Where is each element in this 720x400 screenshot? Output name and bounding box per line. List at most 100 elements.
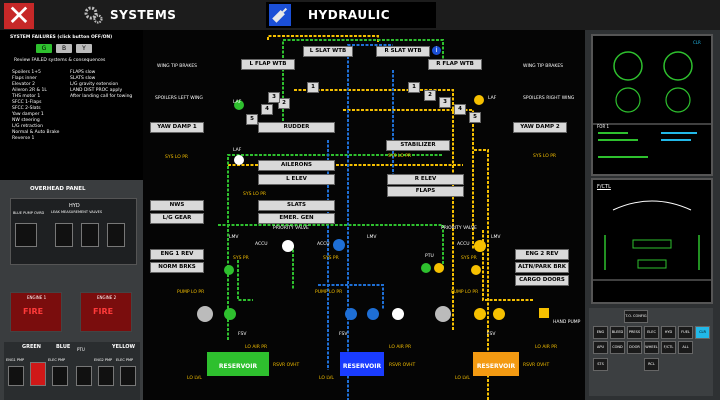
green-reservoir[interactable]: RESERVOIR [207, 352, 269, 376]
engine2-fire-panel[interactable]: ENGINE 2 FIRE [80, 292, 132, 332]
right-panel: FOR 1 CLR F/CTL T.O. CONFIG ENG BLEED PR… [585, 30, 720, 400]
cond-key[interactable]: COND [610, 341, 625, 354]
tab-hydraulic[interactable]: HYDRAULIC [266, 2, 436, 28]
clr-label: CLR [693, 40, 701, 45]
eng2-pmp-label: ENG2 PMP [94, 358, 113, 362]
spoiler-left-4[interactable]: 4 [261, 104, 273, 115]
bleed-key[interactable]: BLEED [610, 326, 625, 339]
elec-pmp-label: ELEC PMP [48, 358, 66, 362]
cargo-doors[interactable]: CARGO DOORS [515, 275, 569, 286]
elec-pump-button[interactable] [52, 366, 68, 386]
stabilizer[interactable]: STABILIZER [386, 140, 450, 151]
apu-key[interactable]: APU [593, 341, 608, 354]
l-elev[interactable]: L ELEV [258, 174, 335, 185]
sys-lo-pr-4-label: SYS LO PR [243, 192, 267, 197]
fuel-key[interactable]: FUEL [678, 326, 693, 339]
norm-brks[interactable]: NORM BRKS [150, 262, 204, 273]
leak-valve-b-button[interactable] [81, 223, 99, 247]
r-flap-wtb[interactable]: R FLAP WTB [428, 59, 482, 70]
review-label: Review FAILED systems & consequences [14, 58, 106, 63]
spoiler-left-1[interactable]: 1 [307, 82, 319, 93]
sts-key[interactable]: STS [593, 358, 608, 371]
eng1-rev[interactable]: ENG 1 REV [150, 249, 204, 260]
rsvr-ovht-right-label: RSVR OVHT [523, 363, 550, 368]
ldg-gear[interactable]: L/G GEAR [150, 213, 204, 224]
slats[interactable]: SLATS [258, 200, 335, 211]
ptu-button[interactable] [76, 366, 92, 386]
flaps[interactable]: FLAPS [387, 186, 464, 197]
press-key[interactable]: PRESS [627, 326, 642, 339]
lo-lvl-mid-label: LO LVL [319, 376, 334, 381]
door-key[interactable]: DOOR [627, 341, 642, 354]
yellow-reservoir[interactable]: RESERVOIR [473, 352, 519, 376]
yellow-elec-pump-button[interactable] [120, 366, 136, 386]
altn-park-brk[interactable]: ALTN/PARK BRK [515, 262, 569, 273]
tab-systems[interactable]: SYSTEMS [82, 2, 252, 28]
lo-lvl-left-label: LO LVL [187, 376, 202, 381]
hyd-key[interactable]: HYD [661, 326, 676, 339]
close-button[interactable]: ✕ [4, 2, 34, 30]
ecam-control-panel: T.O. CONFIG ENG BLEED PRESS ELEC HYD FUE… [589, 308, 713, 396]
blue-reservoir[interactable]: RESERVOIR [340, 352, 384, 376]
rcl-key[interactable]: RCL [644, 358, 659, 371]
failure-toggle-yellow[interactable]: Y [76, 44, 92, 53]
fctl-label: F/CTL [597, 184, 611, 190]
to-config-key[interactable]: T.O. CONFIG [624, 310, 648, 323]
eng2-pump-button[interactable] [98, 366, 114, 386]
failure-item: NW steering [12, 118, 40, 123]
spoiler-right-4[interactable]: 4 [454, 104, 466, 115]
failure-toggle-blue[interactable]: B [56, 44, 72, 53]
elec-key[interactable]: ELEC [644, 326, 659, 339]
l-flap-wtb[interactable]: L FLAP WTB [241, 59, 295, 70]
wheel-key[interactable]: WHEEL [644, 341, 659, 354]
spoiler-right-5[interactable]: 5 [469, 112, 481, 123]
priority-valve-right-label: PRIORITY VALVE [441, 226, 477, 231]
info-icon[interactable]: i [432, 46, 441, 55]
sys-lo-pr-mid-label: SYS LO PR [388, 154, 412, 159]
fctl-key[interactable]: F/CTL [661, 341, 676, 354]
engine2-label: ENGINE 2 [97, 295, 117, 300]
fctl-graphics [593, 200, 711, 281]
r-slat-wtb[interactable]: R SLAT WTB [376, 46, 430, 57]
all-key[interactable]: ALL [678, 341, 693, 354]
failure-toggle-green[interactable]: G [36, 44, 52, 53]
spoiler-left-2[interactable]: 2 [278, 98, 290, 109]
lmv-mid-label: LMV [367, 235, 377, 240]
failure-item: SFCC 1-Flaps [12, 100, 42, 105]
eng1-pump-button[interactable] [8, 366, 24, 386]
accu-left-label: ACCU [255, 242, 268, 247]
emer-gen[interactable]: EMER. GEN [258, 213, 335, 224]
sys-pr-mid-label: SYS PR [323, 256, 339, 261]
hyd-label: HYD [69, 203, 80, 209]
yaw-damp-2[interactable]: YAW DAMP 2 [513, 122, 567, 133]
spoiler-right-1[interactable]: 1 [408, 82, 420, 93]
spoiler-right-3[interactable]: 3 [439, 97, 451, 108]
spoilers-left-label: SPOILERS LEFT WING [155, 96, 203, 101]
clr-key[interactable]: CLR [695, 326, 710, 339]
rudder[interactable]: RUDDER [258, 122, 335, 133]
lo-lvl-right-label: LO LVL [455, 376, 470, 381]
failure-item: Flaps inner [12, 76, 37, 81]
blue-pump-override-button[interactable] [15, 223, 37, 247]
yaw-damp-1[interactable]: YAW DAMP 1 [150, 122, 204, 133]
engine1-fire-label: FIRE [23, 307, 44, 316]
failures-title: SYSTEM FAILURES (click button OFF/ON) [10, 35, 113, 40]
ailerons[interactable]: AILERONS [258, 160, 335, 171]
r-elev[interactable]: R ELEV [387, 174, 464, 185]
leak-valve-g-button[interactable] [55, 223, 73, 247]
spoiler-right-2[interactable]: 2 [424, 90, 436, 101]
failure-item: Elevator 2 [12, 82, 35, 87]
eng-key[interactable]: ENG [593, 326, 608, 339]
leak-valve-y-button[interactable] [107, 223, 125, 247]
sys-lo-pr-left-label: SYS LO PR [165, 155, 189, 160]
failure-item: L/G retraction [12, 124, 43, 129]
nws[interactable]: NWS [150, 200, 204, 211]
spoiler-left-3[interactable]: 3 [268, 92, 280, 103]
engine1-fire-panel[interactable]: ENGINE 1 FIRE [10, 292, 62, 332]
l-slat-wtb[interactable]: L SLAT WTB [303, 46, 353, 57]
blue-elec-pump-button[interactable] [30, 362, 46, 386]
laf-label-left2: LAF [233, 148, 242, 153]
eng2-rev[interactable]: ENG 2 REV [515, 249, 569, 260]
spoiler-left-5[interactable]: 5 [246, 114, 258, 125]
